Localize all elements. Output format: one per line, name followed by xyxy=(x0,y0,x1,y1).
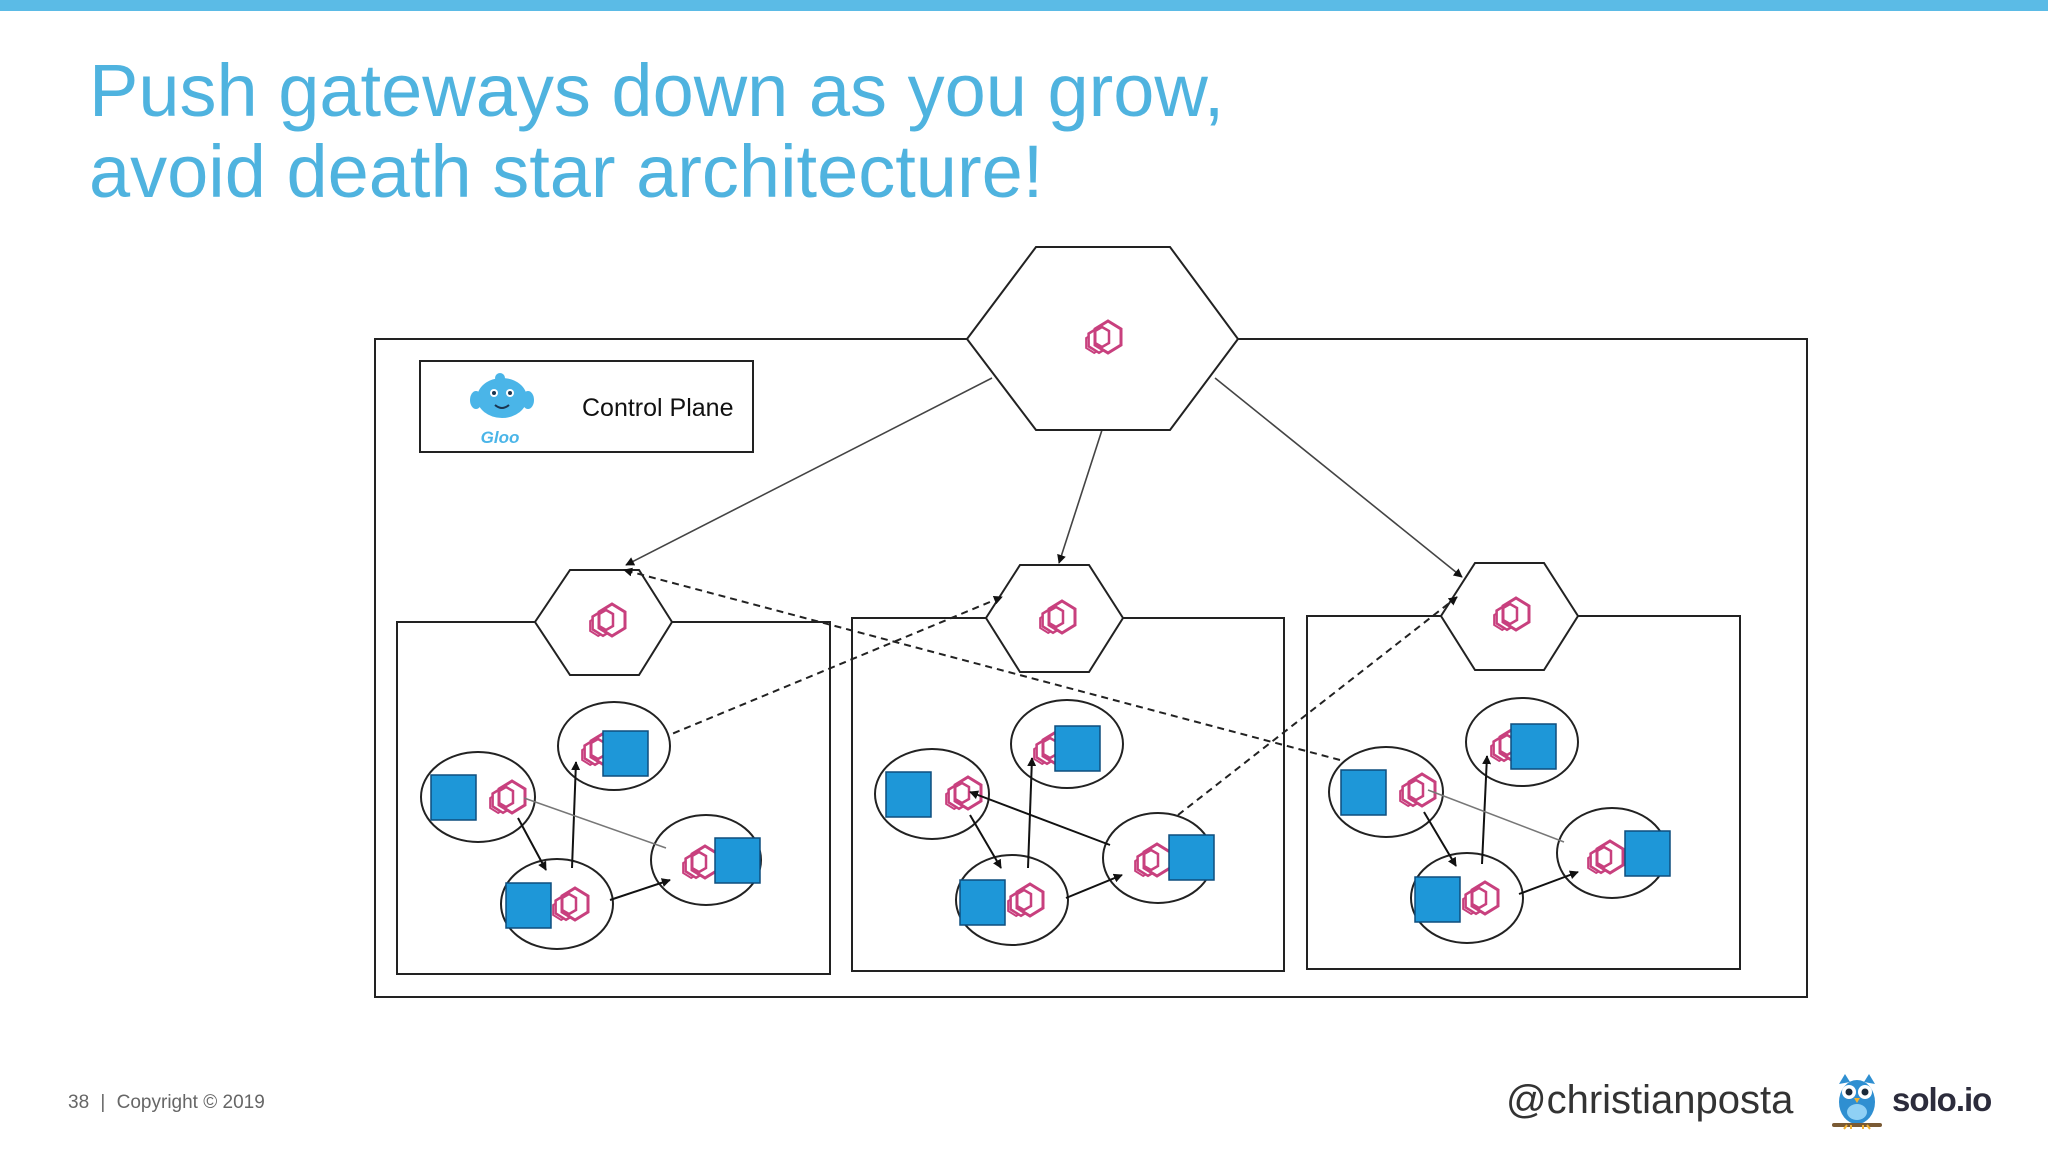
service-pod xyxy=(1465,697,1579,787)
slide-title: Push gateways down as you grow, avoid de… xyxy=(89,50,1224,212)
edge-line xyxy=(969,790,1111,846)
service-square xyxy=(1510,723,1557,770)
service-square xyxy=(714,837,761,884)
service-square xyxy=(505,882,552,929)
page-number: 38 xyxy=(68,1092,90,1113)
edge-line xyxy=(1481,755,1492,865)
title-line-1: Push gateways down as you grow, xyxy=(89,49,1225,132)
edge-line xyxy=(1427,789,1565,843)
service-pod xyxy=(874,748,990,840)
gateway-middle xyxy=(984,564,1125,673)
control-plane-label: Control Plane xyxy=(582,394,733,422)
top-gateway xyxy=(965,246,1240,431)
edge-line xyxy=(969,814,1002,869)
service-pod xyxy=(1010,699,1124,789)
gateway-left xyxy=(533,569,674,676)
gloo-logo-text: Gloo xyxy=(481,428,520,447)
edge-line xyxy=(623,567,1341,761)
edge-line xyxy=(517,817,547,871)
service-square xyxy=(885,771,932,818)
twitter-handle: @christianposta xyxy=(1506,1078,1794,1122)
service-square xyxy=(1340,769,1387,816)
footer-separator: | xyxy=(100,1092,106,1113)
edge-line xyxy=(1057,429,1103,564)
edge-line xyxy=(609,878,671,901)
namespace-box-middle xyxy=(851,617,1285,972)
title-line-2: avoid death star architecture! xyxy=(89,130,1044,213)
service-pod xyxy=(1556,807,1671,899)
service-pod xyxy=(1328,746,1444,838)
top-accent-bar xyxy=(0,0,2048,11)
service-pod xyxy=(557,701,671,791)
service-square xyxy=(430,774,477,821)
edge-line xyxy=(1065,873,1123,899)
service-square xyxy=(959,879,1006,926)
service-pod xyxy=(1102,812,1215,904)
edge-line xyxy=(523,797,667,849)
owl-icon xyxy=(1832,1074,1882,1130)
gloo-logo: Gloo xyxy=(470,373,534,447)
service-pod xyxy=(1410,852,1524,944)
edge-line xyxy=(625,377,993,566)
edge-line xyxy=(1518,870,1579,895)
service-square xyxy=(1168,834,1215,881)
edge-line xyxy=(1027,757,1037,869)
control-plane-box: Gloo Control Plane xyxy=(419,360,754,453)
service-square xyxy=(1414,876,1461,923)
copyright: Copyright © 2019 xyxy=(116,1092,265,1113)
service-square xyxy=(602,730,649,777)
edge-line xyxy=(1423,811,1457,867)
service-pod xyxy=(650,814,762,906)
edge-line xyxy=(661,595,1003,739)
edge-line xyxy=(1214,377,1463,578)
footer-left: 38 | Copyright © 2019 xyxy=(68,1092,265,1114)
service-square xyxy=(1624,830,1671,877)
service-square xyxy=(1054,725,1101,772)
service-pod xyxy=(955,854,1069,946)
service-pod xyxy=(420,751,536,843)
solo-io-logo: solo.io xyxy=(1830,1068,1992,1132)
brand-name: solo.io xyxy=(1892,1081,1992,1118)
gateway-right xyxy=(1439,562,1580,671)
service-pod xyxy=(500,858,614,950)
